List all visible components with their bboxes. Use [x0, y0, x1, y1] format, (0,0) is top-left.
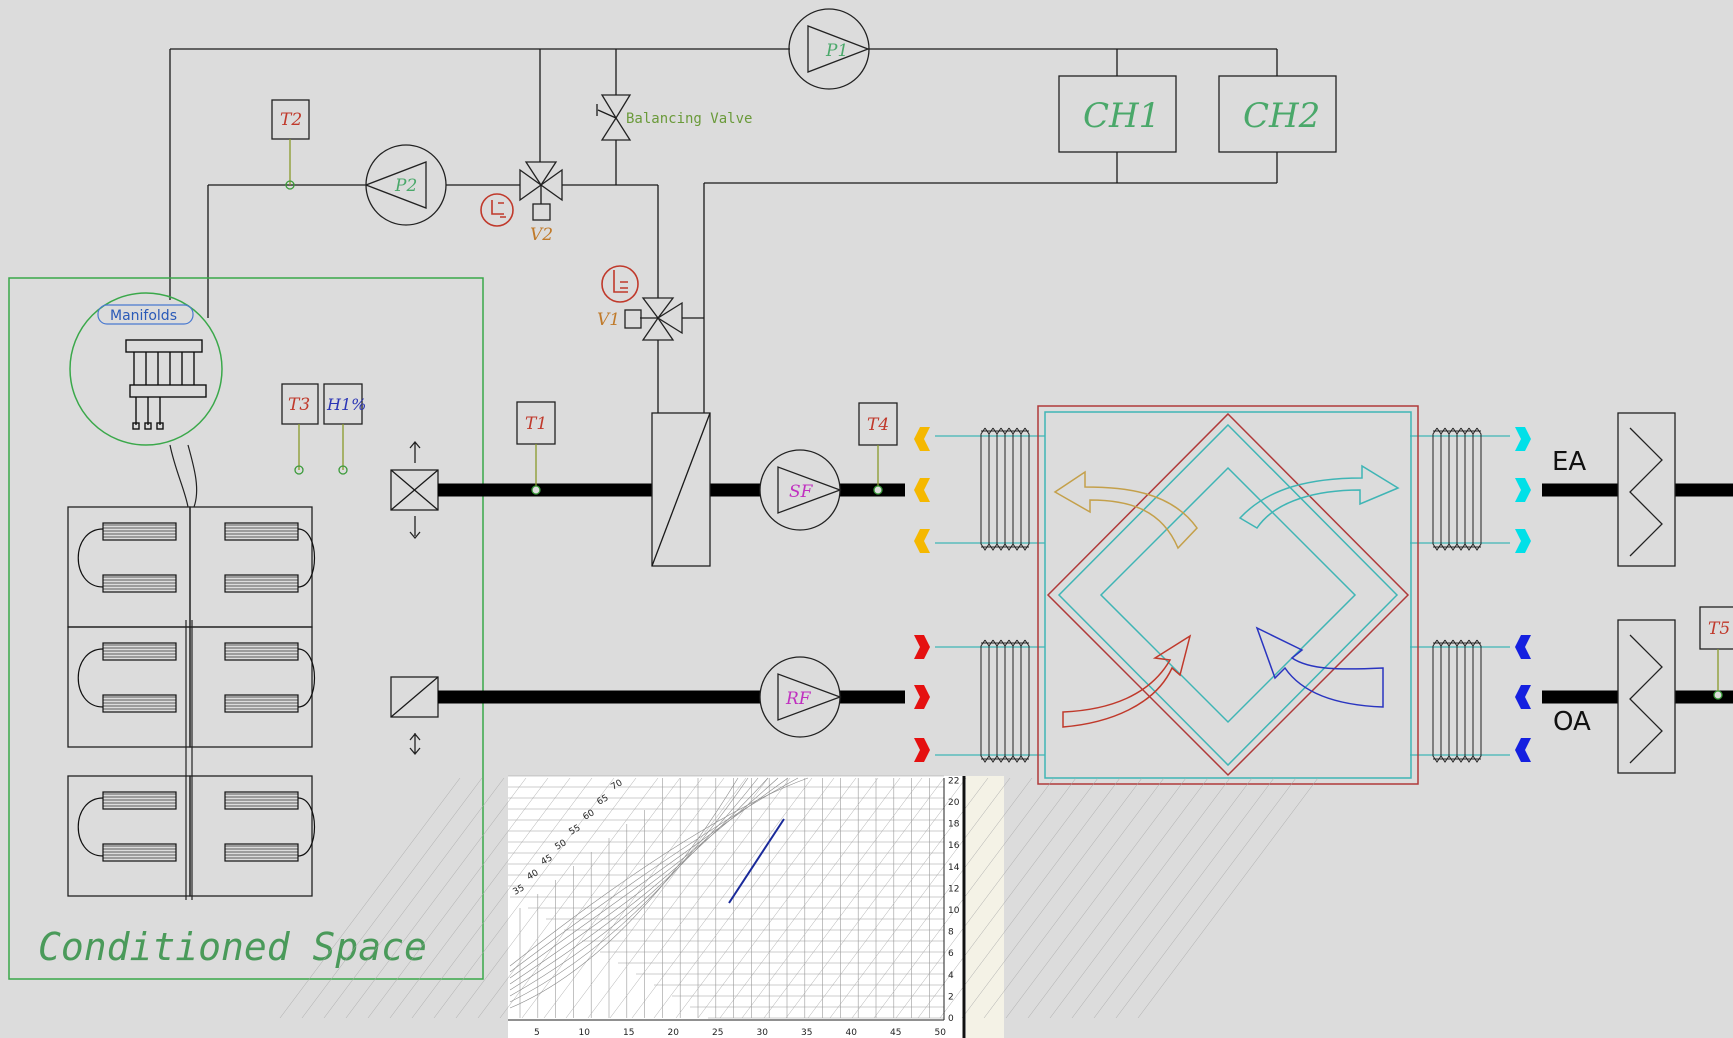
radiant-panel: [67, 775, 191, 897]
actuator-v2-icon: [480, 193, 514, 227]
conditioned-space-label: Conditioned Space: [38, 925, 427, 969]
radiant-panel: [67, 626, 191, 748]
ea-label: EA: [1552, 447, 1586, 477]
y-tick-label: 0: [948, 1014, 954, 1024]
supply-fan-label: SF: [789, 482, 814, 502]
sensor-h1[interactable]: H1%: [323, 383, 366, 475]
actuator-v1-icon: [601, 265, 639, 303]
x-tick-label: 15: [623, 1028, 634, 1038]
sensor-t4-label: T4: [867, 415, 889, 435]
exchanger-casing: [1037, 405, 1419, 785]
y-tick-label: 4: [948, 971, 954, 981]
return-flow-arrow: [1062, 634, 1192, 728]
x-tick-label: 20: [668, 1028, 680, 1038]
balancing-valve[interactable]: Balancing Valve: [596, 94, 752, 141]
y-tick-label: 6: [948, 949, 954, 959]
pump-p1[interactable]: P1: [788, 8, 870, 90]
cooling-coil[interactable]: [651, 412, 711, 567]
process-line: [728, 818, 785, 904]
pump-p2[interactable]: P2: [364, 144, 447, 226]
heat-exchanger-core: [1046, 412, 1410, 777]
pump-p2-label: P2: [394, 176, 417, 196]
supply-flow-arrow: [1053, 470, 1198, 550]
y-tick-label: 12: [948, 884, 959, 894]
outdoor-louver[interactable]: [1617, 619, 1676, 774]
radiant-panel: [189, 626, 315, 748]
y-tick-label: 16: [948, 841, 960, 851]
supply-fan-sf[interactable]: SF: [759, 449, 842, 531]
supply-diffuser[interactable]: [390, 440, 439, 540]
radiant-panel: [189, 775, 315, 897]
x-tick-label: 35: [801, 1028, 812, 1038]
balancing-valve-label: Balancing Valve: [626, 111, 752, 127]
valve-v1-label: V1: [597, 310, 620, 330]
hydronic-piping: [169, 48, 1278, 413]
oa-label: OA: [1553, 707, 1591, 737]
chiller-ch2[interactable]: CH2: [1218, 75, 1337, 153]
y-tick-label: 18: [948, 820, 960, 830]
y-tick-label: 2: [948, 992, 954, 1002]
sensor-t3[interactable]: T3: [281, 383, 319, 475]
radiant-panel: [67, 506, 191, 628]
x-tick-label: 45: [890, 1028, 901, 1038]
return-fan-label: RF: [785, 689, 812, 709]
valve-v2[interactable]: V2: [480, 161, 563, 245]
return-grille[interactable]: [390, 676, 439, 756]
sensor-t1[interactable]: T1: [516, 401, 556, 495]
air-ducts: [438, 483, 1733, 704]
return-fan-rf[interactable]: RF: [759, 656, 842, 738]
sensor-h1-label: H1%: [326, 395, 366, 414]
radiant-floor-panels: [67, 506, 315, 897]
exhaust-louver[interactable]: [1617, 412, 1676, 567]
radiant-panel: [189, 506, 315, 628]
heat-recovery-unit[interactable]: [935, 405, 1510, 785]
outdoor-flow-arrow: [1255, 626, 1384, 708]
x-tick-label: 40: [846, 1028, 858, 1038]
chiller-ch1[interactable]: CH1: [1058, 75, 1177, 153]
manifold[interactable]: Manifolds: [69, 292, 223, 446]
y-tick-label: 20: [948, 798, 960, 808]
x-tick-label: 5: [534, 1028, 540, 1038]
chiller-ch1-label: CH1: [1083, 96, 1160, 136]
sensor-t5[interactable]: T5: [1699, 606, 1733, 700]
rh-curve-label: 35: [512, 883, 527, 897]
x-tick-label: 50: [935, 1028, 947, 1038]
x-tick-label: 30: [757, 1028, 769, 1038]
y-tick-label: 10: [948, 906, 960, 916]
rh-curve-label: 65: [596, 793, 611, 807]
x-tick-label: 25: [712, 1028, 723, 1038]
conditioned-space: Conditioned Space Manifolds T3: [8, 277, 484, 980]
pump-p1-label: P1: [825, 41, 848, 61]
sensor-t2[interactable]: T2: [271, 99, 310, 190]
flexible-connectors: [980, 427, 1482, 763]
sensor-t5-label: T5: [1708, 619, 1730, 639]
port-flow-markers: [914, 427, 1531, 762]
rh-curve-label: 55: [568, 823, 583, 837]
manifolds-label: Manifolds: [110, 308, 177, 324]
valve-v1[interactable]: V1: [597, 265, 683, 341]
sensor-t3-label: T3: [288, 395, 310, 415]
manifold-icon: [125, 339, 207, 430]
sensor-t4[interactable]: T4: [858, 402, 898, 495]
psychrometric-chart: 5 10 15 20 25 30 35 40 45 500 2 4 6 8 10 12 14 16 18 20 22 35…: [279, 775, 1319, 1038]
rh-curve-label: 45: [540, 853, 555, 867]
y-tick-label: 22: [948, 776, 959, 786]
x-tick-label: 10: [579, 1028, 591, 1038]
sensor-t2-label: T2: [280, 110, 302, 130]
chiller-ch2-label: CH2: [1243, 96, 1320, 136]
exhaust-flow-arrow: [1238, 464, 1400, 530]
sensor-t1-label: T1: [525, 414, 547, 434]
y-tick-label: 14: [948, 863, 960, 873]
valve-v2-label: V2: [530, 225, 553, 245]
y-tick-label: 8: [948, 928, 954, 938]
